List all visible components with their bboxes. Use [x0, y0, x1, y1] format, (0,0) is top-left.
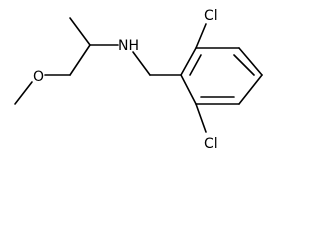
ring-bond-4 — [238, 74, 263, 105]
oxygen-label: O — [33, 69, 44, 85]
bond-o-methyl — [14, 81, 33, 105]
chlorine-top-label: Cl — [204, 8, 218, 24]
ring-bond-3 — [238, 47, 263, 76]
bond-methyl-ch — [69, 17, 91, 46]
chlorine-bottom-label: Cl — [204, 136, 218, 152]
bond-ch-ch2o — [69, 44, 91, 76]
bond-ring-cl-top — [195, 23, 207, 49]
ring-double-bond-2 — [233, 54, 255, 76]
bond-ring-cl-bottom — [195, 103, 207, 133]
ring-bond-1 — [180, 47, 197, 76]
ring-double-bond-1 — [189, 54, 202, 76]
ring-bond-6 — [180, 74, 197, 105]
bond-nh-ch2 — [132, 51, 151, 76]
molecule-structure: NH O Cl Cl — [14, 8, 263, 152]
nitrogen-label: NH — [118, 38, 139, 54]
